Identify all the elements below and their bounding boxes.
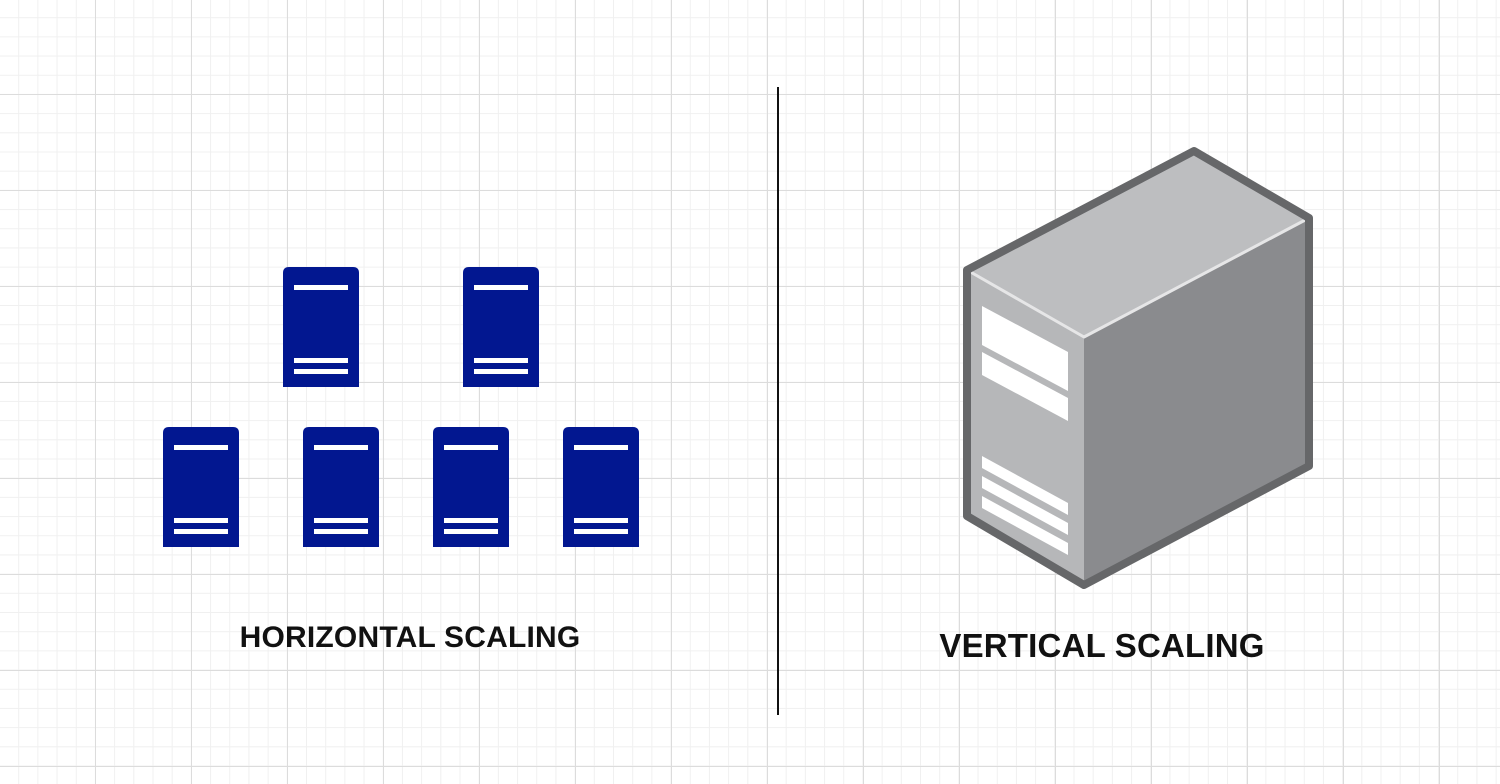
rack-server-icon [433,427,509,547]
rack-server-icon [463,267,539,387]
horizontal-scaling-label: HORIZONTAL SCALING [239,621,581,654]
rack-server-icon [283,267,359,387]
vertical-scaling-label: VERTICAL SCALING [939,627,1265,664]
rack-server-icon [563,427,639,547]
tower-server-icon [963,147,1313,589]
section-divider [777,87,779,715]
rack-server-icon [163,427,239,547]
rack-server-icon [303,427,379,547]
